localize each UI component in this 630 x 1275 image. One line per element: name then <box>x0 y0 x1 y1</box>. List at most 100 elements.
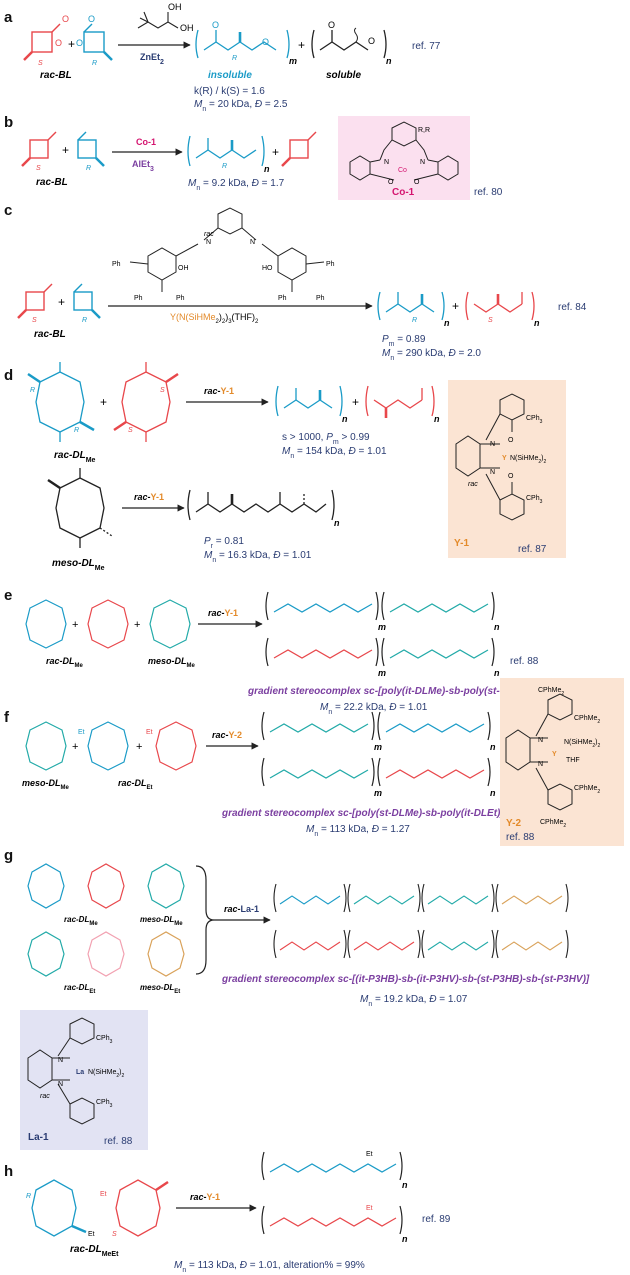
repeat-index: n <box>342 414 348 424</box>
la1-structure <box>27 1017 95 1125</box>
repeat-index: n <box>264 164 270 174</box>
cphme2-2: CPhMe2 <box>574 715 600 725</box>
atom-label: OH <box>178 265 189 272</box>
s-bl-remaining <box>281 131 317 167</box>
rac-dlmeet-r-ring <box>31 1179 87 1237</box>
la-cph3-bottom: CPh3 <box>96 1099 113 1109</box>
catalyst-label-la1: La-1 <box>28 1132 49 1143</box>
atom-label: N <box>490 441 495 448</box>
rac-dlmeet-s-ring <box>115 1179 169 1237</box>
repeat-index: n <box>490 788 496 798</box>
r-bl-structure <box>83 23 113 61</box>
plus-sign: + <box>68 37 75 51</box>
atom-label: N <box>490 469 495 476</box>
repeat-index: m <box>374 788 382 798</box>
rac-dlme-s-ring <box>113 362 179 442</box>
panel-label-d: d <box>4 367 13 384</box>
atom-label: O <box>368 36 375 46</box>
repeat-index: n <box>534 318 540 328</box>
atom-label: Et <box>88 1231 95 1238</box>
co-atom: Co <box>398 167 407 174</box>
salen-ligand <box>129 207 325 292</box>
r-bl-structure <box>73 283 101 319</box>
la1-amide: N(SiHMe2)2 <box>88 1069 125 1079</box>
polymer-d-meso <box>187 489 335 521</box>
stereo-label: S <box>160 387 165 394</box>
panel-g: g rac-DLMe meso-DLMe rac-DLEt meso-DLEt … <box>4 847 590 1150</box>
stereo-label: S <box>488 317 493 324</box>
monomer-label-g4: meso-DLEt <box>140 983 180 995</box>
reagent-alet3: AlEt3 <box>132 159 154 173</box>
atom-label: N <box>206 239 211 246</box>
polymer-h-2 <box>261 1205 403 1235</box>
cphme2-4: CPhMe2 <box>540 819 566 829</box>
copolymer-e-1 <box>265 591 495 621</box>
stereo-label: R <box>412 317 417 324</box>
stereo-label: S <box>128 427 133 434</box>
atom-label: Ph <box>176 295 185 302</box>
repeat-index: n <box>444 318 450 328</box>
ref-b: ref. 80 <box>474 187 503 198</box>
r-bl-structure <box>77 131 105 167</box>
panel-b: b S + R rac-BL Co-1 AlEt3 R n + <box>4 114 503 200</box>
monomer-grid-g <box>27 863 185 977</box>
plus-sign: + <box>100 395 107 409</box>
monomer-label-f1: meso-DLMe <box>22 778 70 791</box>
ref-f: ref. 88 <box>506 832 535 843</box>
reagent-y1: rac-Y-1 <box>204 386 234 396</box>
panel-label-h: h <box>4 1163 13 1180</box>
y2-structure <box>505 693 573 811</box>
panel-f: f + Et + Et meso-DLMe rac-DLEt rac-Y-2 m… <box>4 678 624 846</box>
panel-e: e + + rac-DLMe meso-DLMe rac-Y-1 m n <box>4 587 539 716</box>
polymer-soluble <box>311 27 387 59</box>
stereo-label: R <box>232 55 237 62</box>
y-atom-2: Y <box>552 751 557 758</box>
repeat-index: n <box>490 742 496 752</box>
cond-b: Mn = 9.2 kDa, Đ = 1.7 <box>188 178 285 192</box>
stereo-label: R <box>30 387 35 394</box>
atom-label: Ph <box>326 261 335 268</box>
stereo-label: rac <box>468 481 478 488</box>
atom-label: O <box>262 37 269 47</box>
cond-f: Mn = 113 kDa, Đ = 1.27 <box>306 824 410 838</box>
cond-c-1: Pm = 0.89 <box>382 334 426 348</box>
atom-label: O <box>76 38 83 48</box>
copolymer-g-2 <box>273 929 569 959</box>
atom-label: OH <box>168 2 182 12</box>
catalyst-box-co1 <box>338 116 470 200</box>
polymer-b <box>187 135 265 167</box>
copolymer-f-1 <box>261 711 491 741</box>
rac-dlet-r-ring <box>87 721 129 771</box>
repeat-index: m <box>289 56 297 66</box>
repeat-index: m <box>374 742 382 752</box>
panel-h: h R Et Et S rac-DLMeEt rac-Y-1 Et n Et n <box>4 1151 451 1274</box>
ref-d: ref. 87 <box>518 544 547 555</box>
ref-e: ref. 88 <box>510 656 539 667</box>
repeat-index: m <box>378 668 386 678</box>
repeat-index: n <box>434 414 440 424</box>
stereo-label: R <box>86 165 91 172</box>
monomer-label-h: rac-DLMeEt <box>70 1244 119 1258</box>
catalyst-label-co1: Co-1 <box>392 187 415 198</box>
cphme2-1: CPhMe2 <box>538 687 564 697</box>
monomer-label-a: rac-BL <box>40 70 72 81</box>
cond-d-2: Mn = 154 kDa, Đ = 1.01 <box>282 446 387 460</box>
repeat-index: n <box>402 1234 408 1244</box>
ref-c: ref. 84 <box>558 302 587 313</box>
monomer-label-d1: rac-DLMe <box>54 450 96 464</box>
reagent-y2: rac-Y-2 <box>212 730 242 740</box>
stereo-label: rac <box>40 1093 50 1100</box>
atom-label: Et <box>366 1205 373 1212</box>
meso-dlme-ring <box>25 721 67 771</box>
atom-label: O <box>508 473 514 480</box>
atom-label: N <box>538 737 543 744</box>
insoluble-label: insoluble <box>208 70 252 81</box>
atom-label: N <box>420 159 425 166</box>
cond-g: Mn = 19.2 kDa, Đ = 1.07 <box>360 994 468 1008</box>
monomer-label-e1: rac-DLMe <box>46 656 84 669</box>
diol-structure <box>137 11 179 29</box>
cond-d-4: Mn = 16.3 kDa, Đ = 1.01 <box>204 550 312 564</box>
panel-label-b: b <box>4 114 13 131</box>
copolymer-g-1 <box>273 883 569 913</box>
copolymer-e-2 <box>265 637 495 667</box>
